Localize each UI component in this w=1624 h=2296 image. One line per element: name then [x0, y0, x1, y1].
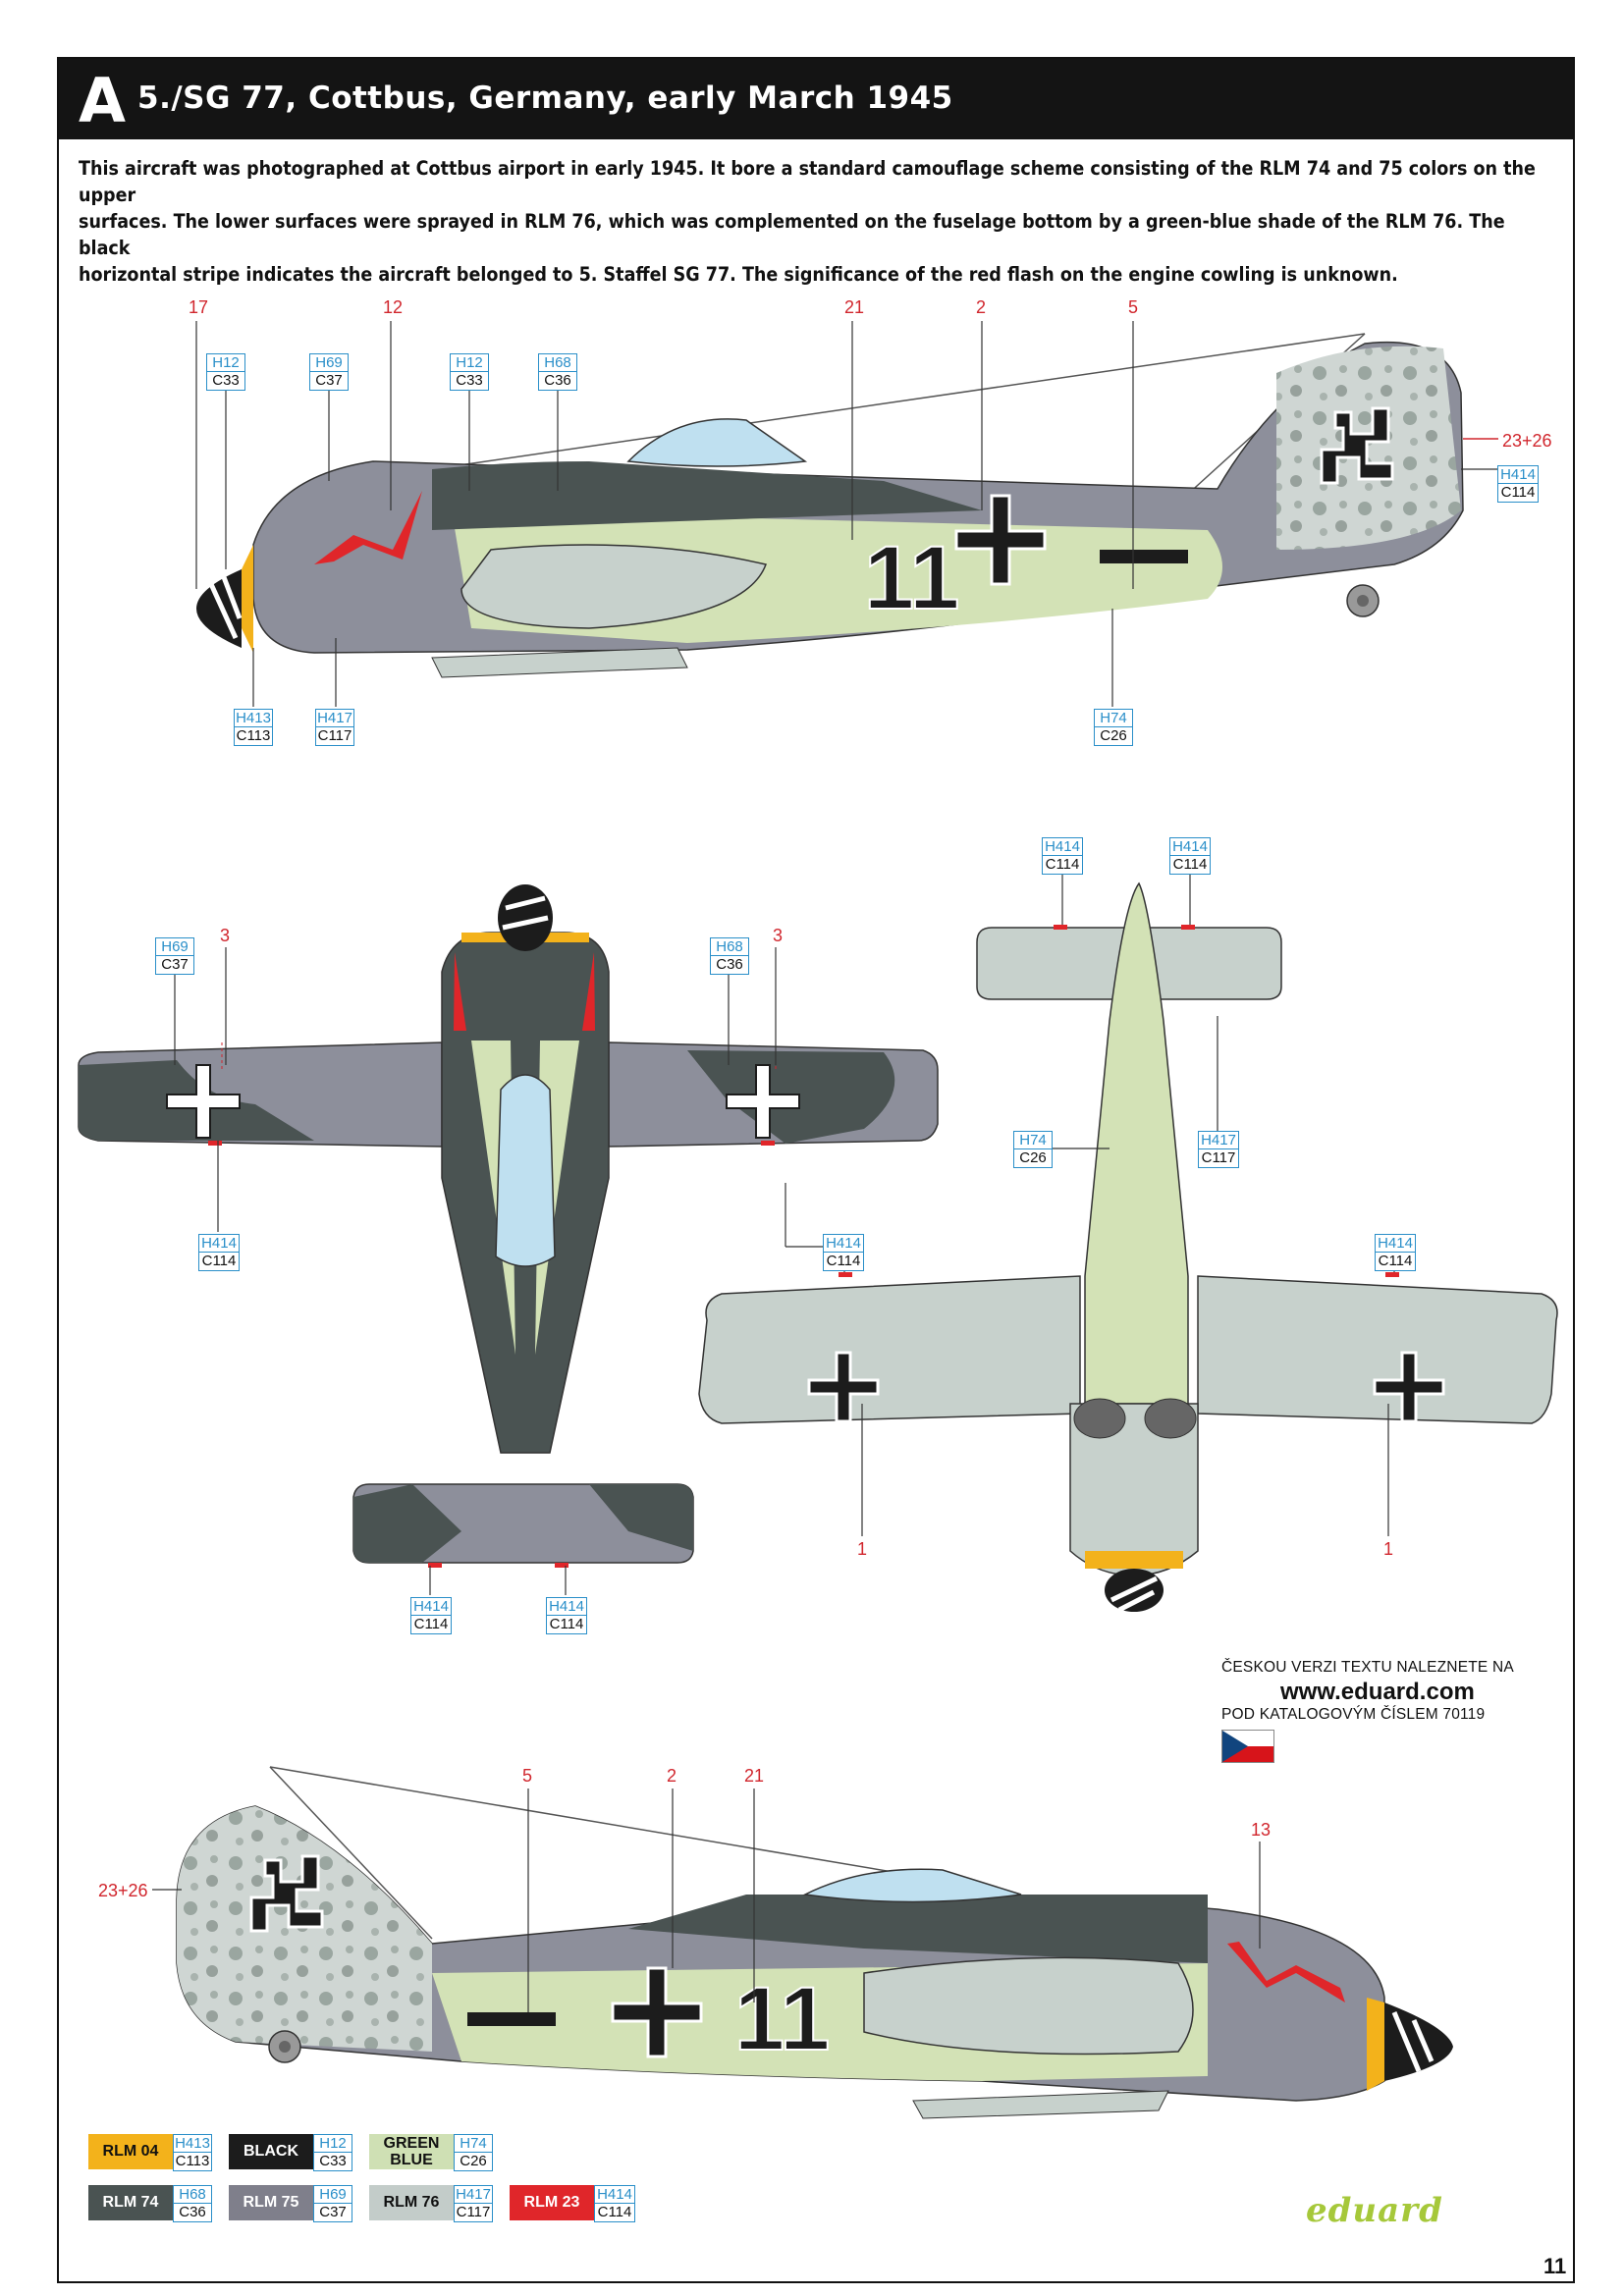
profile-description: This aircraft was photographed at Cottbu…: [79, 155, 1551, 288]
ref-number: 1: [1383, 1539, 1393, 1559]
czech-note-line: POD KATALOGOVÝM ČÍSLEM 70119: [1221, 1706, 1486, 1723]
fuselage-code: 11: [864, 528, 959, 628]
legend-swatch-rlm76: RLM 76: [369, 2185, 454, 2220]
legend-swatch-rlm04: RLM 04: [88, 2134, 173, 2169]
profile-header: A 5./SG 77, Cottbus, Germany, early Marc…: [59, 59, 1573, 139]
top-view: [78, 884, 939, 1568]
side-view-left: 11: [196, 333, 1498, 678]
legend-swatch-rlm74: RLM 74: [88, 2185, 173, 2220]
legend-swatch-rlm23: RLM 23: [510, 2185, 594, 2220]
description-line: horizontal stripe indicates the aircraft…: [79, 263, 1398, 286]
side-view-right: 11: [176, 1766, 1453, 2119]
ref-number: 13: [1251, 1820, 1271, 1840]
ref-number: 3: [220, 926, 230, 945]
czech-flag-icon: [1221, 1730, 1274, 1763]
ref-tail-number: 23+26: [98, 1881, 148, 1900]
profile-letter: A: [79, 65, 126, 136]
ref-tail-number: 23+26: [1502, 431, 1552, 451]
page-number: 11: [1543, 2254, 1567, 2278]
czech-version-note: ČESKOU VERZI TEXTU NALEZNETE NA www.edua…: [1221, 1659, 1545, 1763]
legend-swatch-rlm75: RLM 75: [229, 2185, 313, 2220]
profile-title: 5./SG 77, Cottbus, Germany, early March …: [137, 80, 953, 116]
ref-number: 1: [857, 1539, 867, 1559]
bottom-view: [698, 881, 1558, 1613]
legend-swatch-black: BLACK: [229, 2134, 313, 2169]
page-frame: [57, 57, 1575, 2283]
ref-number: 3: [773, 926, 783, 945]
ref-number: 21: [844, 297, 864, 317]
description-line: surfaces. The lower surfaces were spraye…: [79, 210, 1505, 259]
ref-number: 2: [976, 297, 986, 317]
description-line: This aircraft was photographed at Cottbu…: [79, 157, 1536, 206]
website-link[interactable]: www.eduard.com: [1280, 1679, 1475, 1705]
ref-number: 5: [1128, 297, 1138, 317]
czech-note-line: ČESKOU VERZI TEXTU NALEZNETE NA: [1221, 1659, 1514, 1676]
ref-number: 17: [189, 297, 208, 317]
ref-number: 12: [383, 297, 403, 317]
legend-swatch-green-blue: GREEN BLUE: [369, 2134, 454, 2169]
brand-logo: eduard: [1306, 2191, 1443, 2230]
ref-number: 21: [744, 1766, 764, 1786]
fuselage-code: 11: [734, 1969, 830, 2069]
ref-number: 5: [522, 1766, 532, 1786]
ref-number: 2: [667, 1766, 677, 1786]
